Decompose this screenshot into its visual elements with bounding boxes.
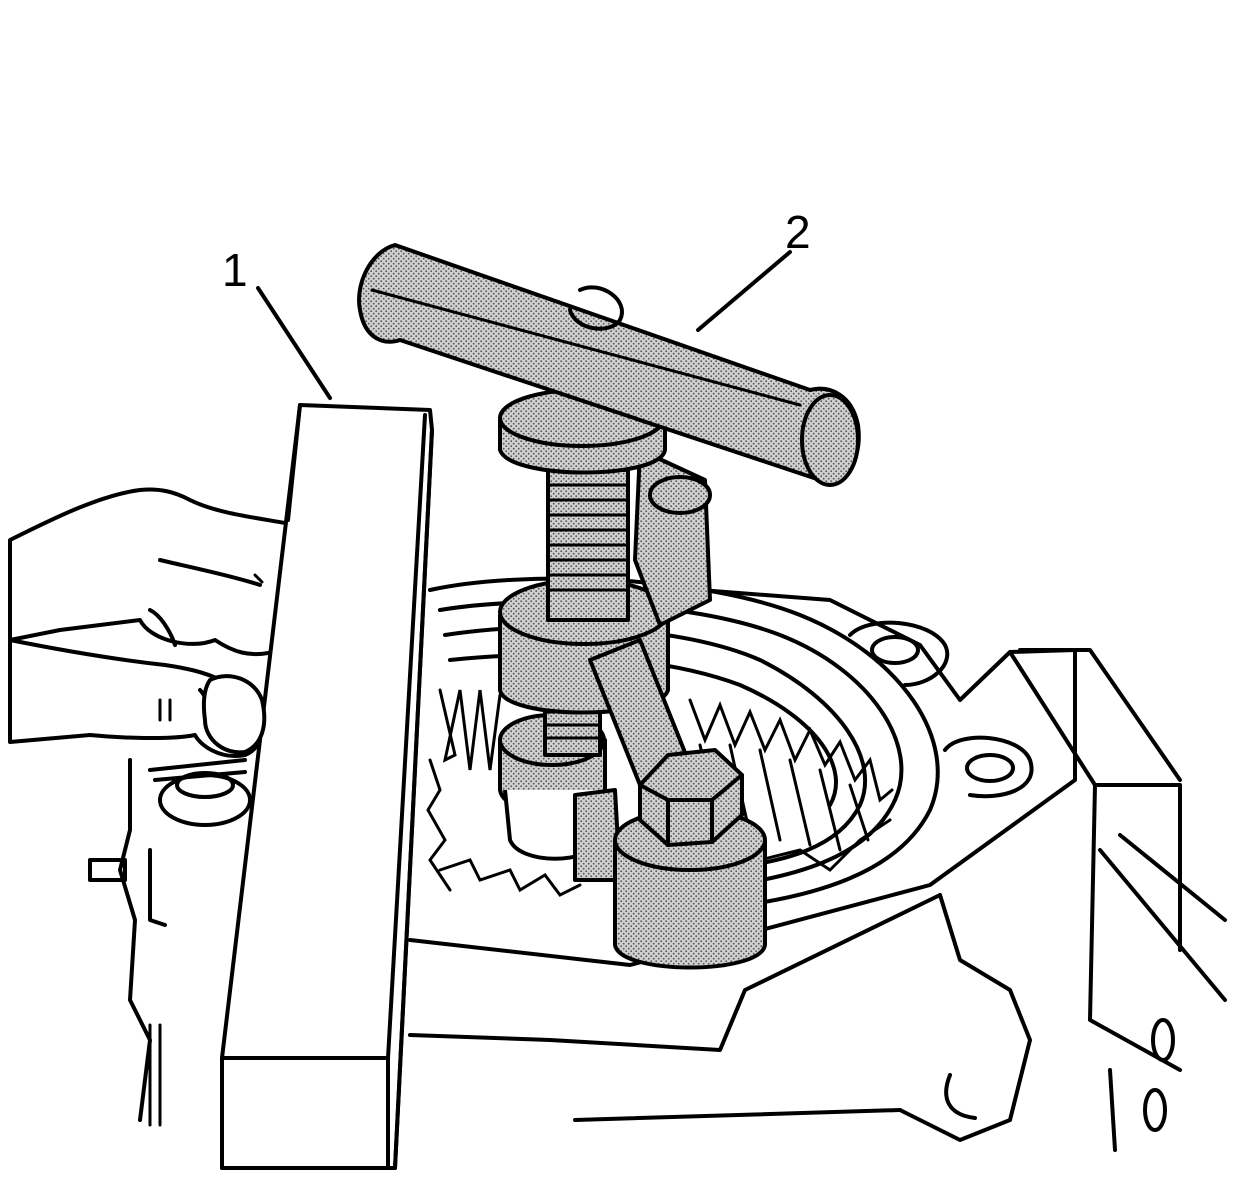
flange-bolt-holes: [848, 620, 1034, 799]
callout-number-2: 2: [785, 206, 811, 258]
straightedge-tool: [220, 403, 434, 1170]
gear-puller-tool: [357, 243, 861, 970]
leader-line-2: [696, 250, 792, 332]
callout-number-1: 1: [222, 244, 248, 296]
callout-leaders: [256, 250, 792, 400]
leader-line-1: [256, 286, 332, 400]
case-left-side: [88, 758, 252, 1127]
technician-thumb: [201, 674, 267, 755]
